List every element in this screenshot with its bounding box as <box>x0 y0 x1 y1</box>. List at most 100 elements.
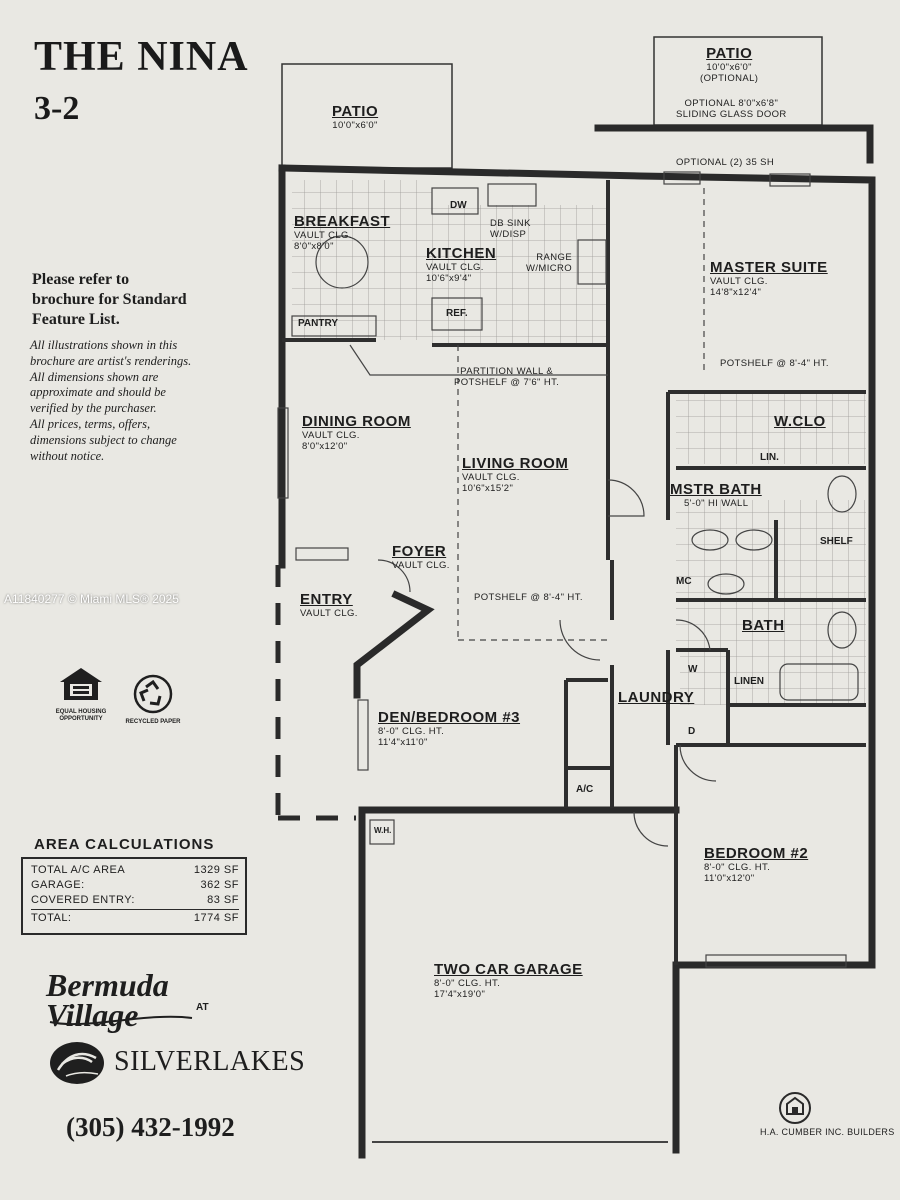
window-sh-2 <box>769 173 811 187</box>
wall-garage <box>358 806 680 1159</box>
sink-label: DB SINK W/DISP <box>490 218 531 240</box>
room-detail: VAULT CLG. 10'6"x15'2" <box>462 472 520 494</box>
room-size: 10'0"x6'0" <box>332 120 378 131</box>
walk-in-closet-label: W.CLO <box>774 414 826 430</box>
room-name: DEN/BEDROOM #3 <box>378 709 521 726</box>
dining-window <box>277 407 289 499</box>
master-bath-label: MSTR BATH 5'-0" HI WALL <box>670 481 762 510</box>
toilet-master <box>827 475 857 513</box>
living-room-label: LIVING ROOM VAULT CLG. 10'6"x15'2" <box>462 455 569 495</box>
area-calculations-heading: AREA CALCULATIONS <box>34 836 215 853</box>
area-row: COVERED ENTRY: 83 SF <box>31 893 239 908</box>
foyer-label: FOYER VAULT CLG. <box>392 543 450 572</box>
wall-outer-right <box>278 164 876 1154</box>
window-sh-1 <box>663 171 701 185</box>
room-name: ENTRY <box>300 591 353 608</box>
room-name: FOYER <box>392 543 447 560</box>
shelf-label: SHELF <box>820 536 853 547</box>
room-detail: 5'-0" HI WALL <box>684 498 749 509</box>
plan-type: 3-2 <box>34 90 80 127</box>
recycled-paper-logo: RECYCLED PAPER <box>120 674 186 726</box>
bath-tile <box>676 500 866 650</box>
room-name: BATH <box>742 617 785 634</box>
potshelf-master-note: POTSHELF @ 8'-4" HT. <box>720 358 829 369</box>
dishwasher-label: DW <box>450 200 467 211</box>
room-detail: VAULT CLG. 8'0"x12'0" <box>302 430 360 452</box>
linen-closet-label: LIN. <box>760 452 779 463</box>
mc-label: MC <box>676 576 692 587</box>
recycle-icon <box>133 674 173 714</box>
room-name: LAUNDRY <box>618 689 695 706</box>
pantry-label: PANTRY <box>298 318 338 329</box>
room-detail: VAULT CLG. 14'8"x12'4" <box>710 276 768 298</box>
sink-2 <box>735 529 773 551</box>
room-name: PATIO <box>332 103 379 120</box>
den-bedroom-label: DEN/BEDROOM #3 8'-0" CLG. HT. 11'4"x11'0… <box>378 709 521 749</box>
room-detail: VAULT CLG. 8'0"x8'0" <box>294 230 352 252</box>
dishwasher-outline <box>431 187 479 215</box>
breakfast-table <box>315 235 369 289</box>
room-name: MASTER SUITE <box>710 259 828 276</box>
room-detail: 8'-0" CLG. HT. 17'4"x19'0" <box>434 978 501 1000</box>
builder-logo-icon <box>779 1092 811 1124</box>
area-calculations-table: TOTAL A/C AREA 1329 SF GARAGE: 362 SF CO… <box>21 857 247 935</box>
heron-emblem-icon <box>50 1042 104 1084</box>
equal-housing-caption: EQUAL HOUSING OPPORTUNITY <box>55 709 107 722</box>
area-total-label: TOTAL: <box>31 912 72 924</box>
equal-housing-logo: EQUAL HOUSING OPPORTUNITY <box>52 666 110 723</box>
bath-label: BATH <box>742 618 785 634</box>
laundry-label: LAUNDRY <box>618 690 694 706</box>
entry-window <box>295 547 349 561</box>
fridge-outline <box>431 297 483 331</box>
dryer-label: D <box>688 726 696 737</box>
water-heater <box>369 819 395 845</box>
hall-bath-tile <box>680 650 866 705</box>
area-row: GARAGE: 362 SF <box>31 878 239 893</box>
swash-icon <box>49 1015 193 1026</box>
pantry-shelf <box>291 315 377 337</box>
bed2-window <box>705 954 847 968</box>
breakfast-label: BREAKFAST VAULT CLG. 8'0"x8'0" <box>294 214 390 253</box>
range-outline <box>577 239 607 285</box>
sink-3 <box>707 573 745 595</box>
dining-room-label: DINING ROOM VAULT CLG. 8'0"x12'0" <box>302 414 411 453</box>
fridge-label: REF. <box>446 308 468 319</box>
partition-leader <box>349 344 608 376</box>
door-swing-garage <box>633 811 669 847</box>
area-value: 362 SF <box>200 879 239 891</box>
optional-window-note: OPTIONAL (2) 35 SH <box>676 157 775 168</box>
builder-name: H.A. CUMBER INC. BUILDERS <box>760 1127 895 1137</box>
optional-patio-label: PATIO 10'0"x6'0" (OPTIONAL) <box>700 46 759 85</box>
garage-label: TWO CAR GARAGE 8'-0" CLG. HT. 17'4"x19'0… <box>434 962 583 1001</box>
door-swing-bath <box>675 619 711 651</box>
patio-label: PATIO 10'0"x6'0" <box>332 103 379 132</box>
entry-label: ENTRY VAULT CLG. <box>300 591 358 620</box>
master-suite-label: MASTER SUITE VAULT CLG. 14'8"x12'4" <box>710 259 828 299</box>
at-label: AT <box>196 1002 209 1013</box>
potshelf-foyer-note: POTSHELF @ 8'-4" HT. <box>474 592 583 603</box>
room-detail: VAULT CLG. <box>300 608 358 619</box>
room-name: LIVING ROOM <box>462 455 569 472</box>
recycled-caption: RECYCLED PAPER <box>125 719 181 725</box>
breakfast-tile <box>292 180 432 340</box>
linen-label: LINEN <box>734 676 764 687</box>
area-row: TOTAL A/C AREA 1329 SF <box>31 863 239 878</box>
door-swing-entry <box>377 559 411 593</box>
washer-label: W <box>688 664 698 675</box>
room-size: 10'0"x6'0" (OPTIONAL) <box>700 62 759 84</box>
bedroom-2-label: BEDROOM #2 8'-0" CLG. HT. 11'0"x12'0" <box>704 845 809 885</box>
mls-watermark: A11840277 © Miami MLS® 2025 <box>4 592 179 606</box>
room-name: BEDROOM #2 <box>704 845 809 862</box>
kitchen-label: KITCHEN VAULT CLG. 10'6"x9'4" <box>426 246 496 285</box>
partition-note: PARTITION WALL & POTSHELF @ 7'6" HT. <box>454 366 560 388</box>
range-label: RANGE W/MICRO <box>526 252 573 274</box>
sink-outline <box>487 183 537 207</box>
feature-list-note: Please refer to brochure for Standard Fe… <box>32 271 187 328</box>
door-swing-den <box>559 619 601 661</box>
room-name: MSTR BATH <box>670 481 762 498</box>
area-value: 1329 SF <box>193 864 239 876</box>
area-label: COVERED ENTRY: <box>31 894 135 906</box>
wall-opt-patio <box>594 124 874 164</box>
room-detail: 8'-0" CLG. HT. 11'0"x12'0" <box>704 862 771 884</box>
